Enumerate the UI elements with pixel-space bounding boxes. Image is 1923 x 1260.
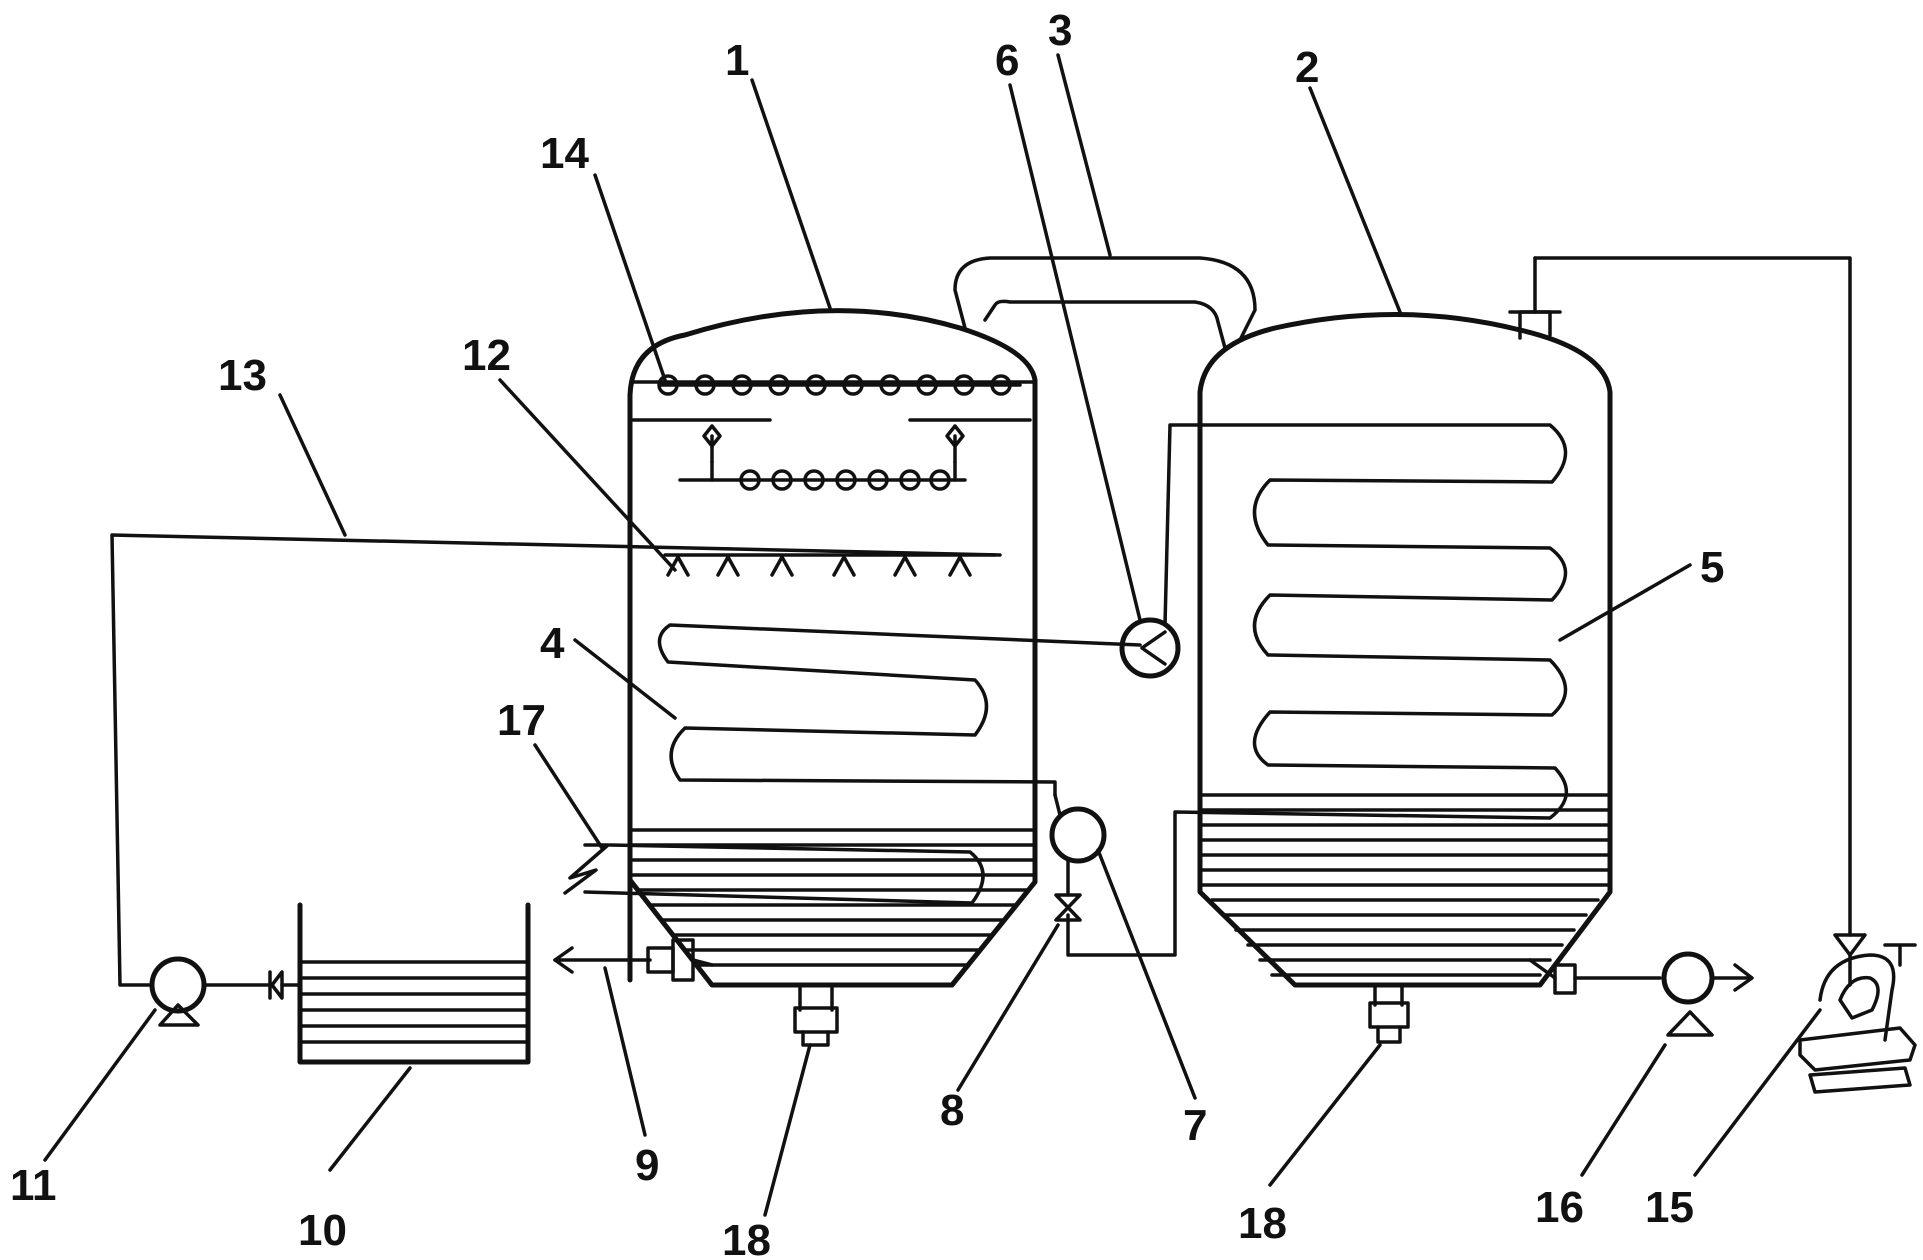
label-17: 17 [497, 696, 546, 745]
tank-2-liquid [1198, 793, 1612, 977]
label-12: 12 [462, 331, 511, 380]
label-18-right: 18 [1238, 1199, 1287, 1248]
label-16: 16 [1535, 1183, 1584, 1232]
outlet-18-right [1368, 983, 1410, 1044]
label-10: 10 [298, 1206, 347, 1255]
label-5: 5 [1700, 543, 1724, 592]
valve-8 [1054, 893, 1082, 922]
label-18-left: 18 [722, 1216, 771, 1260]
internal-plates [630, 418, 1032, 491]
pipe-13 [110, 533, 1002, 987]
inlet-17 [563, 843, 610, 895]
label-9: 9 [635, 1141, 659, 1190]
label-11: 11 [10, 1161, 57, 1210]
label-3: 3 [1048, 6, 1072, 55]
label-8: 8 [940, 1086, 964, 1135]
outlet-18-left [793, 983, 839, 1047]
label-1: 1 [725, 36, 749, 85]
device-15 [1798, 933, 1917, 1094]
spray-ring-14 [657, 374, 1022, 396]
label-13: 13 [218, 351, 267, 400]
pipe-9 [553, 938, 714, 982]
label-2: 2 [1295, 43, 1319, 92]
label-7: 7 [1183, 1101, 1207, 1150]
pump-7 [1049, 793, 1107, 897]
leader-lines [43, 53, 1822, 1217]
compressor-6 [1119, 617, 1181, 679]
pump-11 [149, 956, 302, 1027]
label-14: 14 [540, 129, 589, 178]
label-4: 4 [540, 619, 565, 668]
coil-5 [1066, 423, 1569, 957]
tank-10 [297, 902, 531, 1065]
spray-nozzles-12 [663, 553, 997, 577]
pipe-3 [953, 256, 1257, 350]
tank-2-top-nozzle [1508, 256, 1852, 937]
coil-4 [657, 623, 1142, 797]
labels: 1 2 3 4 5 6 7 8 9 10 11 12 13 14 15 16 1… [10, 6, 1724, 1260]
tank-1 [627, 308, 1038, 988]
coil-17 [583, 843, 985, 905]
label-15: 15 [1645, 1183, 1694, 1232]
pump-16 [1528, 951, 1754, 1037]
label-6: 6 [995, 36, 1019, 85]
tank-2 [1197, 312, 1613, 988]
